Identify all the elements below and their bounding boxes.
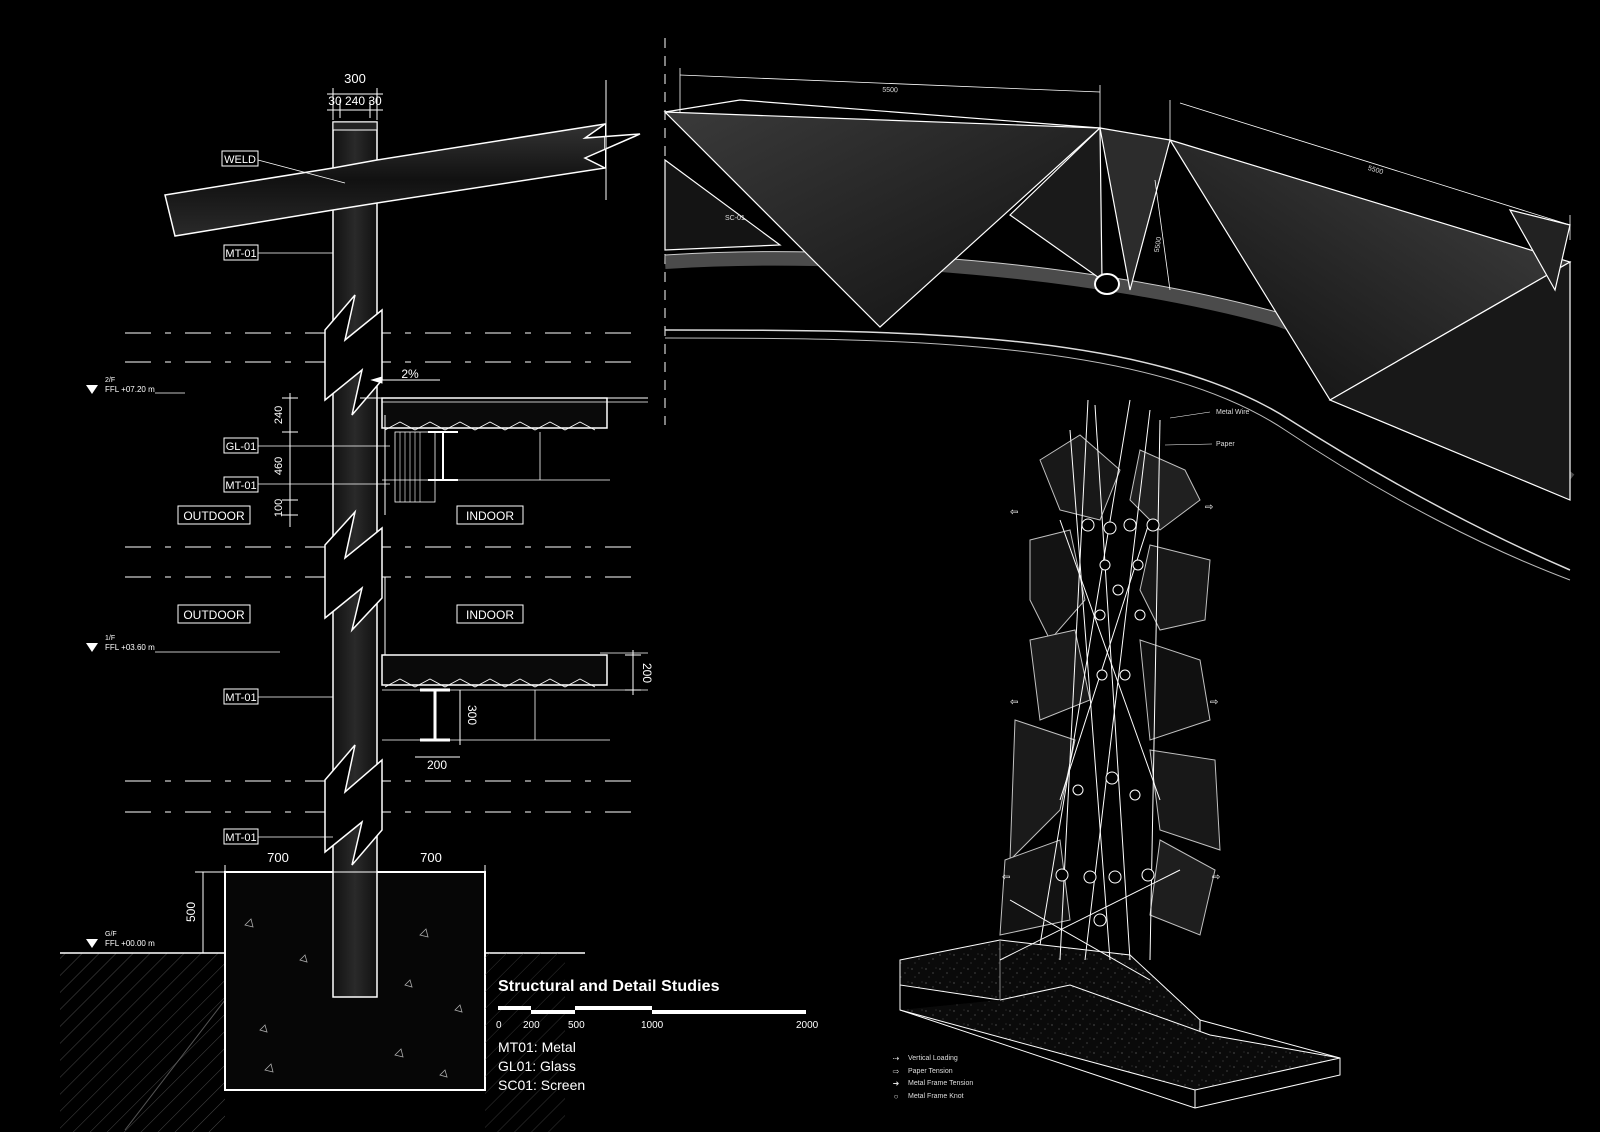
title-block: Structural and Detail Studies 0 200 500 … [496, 978, 838, 1095]
steel-column [324, 121, 383, 998]
dim-footing-depth: 500 [184, 902, 198, 922]
sheet-title: Structural and Detail Studies [498, 978, 720, 995]
dim-footing-right: 700 [420, 850, 442, 865]
svg-text:FFL +03.60 m: FFL +03.60 m [105, 643, 155, 652]
svg-text:G/F: G/F [105, 931, 117, 938]
svg-text:⇨: ⇨ [1205, 502, 1213, 513]
material-gl01: GL01: Glass [498, 1058, 576, 1074]
dim-column-split: 30 240 30 [328, 94, 382, 108]
dim-floor-100: 100 [273, 499, 285, 517]
svg-text:FFL +00.00 m: FFL +00.00 m [105, 939, 155, 948]
key-frame-tension: ➜Metal Frame Tension [890, 1078, 974, 1091]
tag-mt01-base: MT-01 [225, 832, 256, 844]
scale-tick-2000: 2000 [796, 1020, 819, 1031]
tag-gl01: GL-01 [226, 441, 257, 453]
roof-tag-sc01: SC-01 [725, 215, 745, 222]
roof-dim-1: 5500 [882, 87, 898, 95]
level-markers: 2/F FFL +07.20 m 1/F FFL +03.60 m G/F FF… [86, 377, 280, 948]
tag-mt01-floor: MT-01 [225, 480, 256, 492]
roof-beam [164, 80, 641, 237]
svg-text:2/F: 2/F [105, 377, 115, 384]
dim-floor-240: 240 [273, 406, 285, 424]
axonometric-sculpture: ⇦ ⇨ ⇦ ⇨ ⇦ ⇨ Metal Wire Paper [899, 399, 1341, 1109]
vertical-loading-icon: ⇢ [892, 1054, 900, 1063]
label-paper: Paper [1216, 441, 1235, 448]
label-metal-wire: Metal Wire [1216, 409, 1250, 416]
frame-knot-marker [1094, 273, 1120, 295]
scale-bar: 0 200 500 1000 2000 [496, 1004, 828, 1034]
material-list: MT01: Metal GL01: Glass SC01: Screen [498, 1038, 838, 1095]
material-mt01: MT01: Metal [498, 1039, 576, 1055]
roof-dim-2: 5500 [1367, 165, 1384, 176]
tag-weld: WELD [224, 154, 256, 166]
scale-tick-1000: 1000 [641, 1020, 664, 1031]
material-sc01: SC01: Screen [498, 1077, 586, 1093]
base-plinth [899, 939, 1341, 1109]
label-indoor-2f: INDOOR [466, 509, 514, 523]
svg-text:⇨: ⇨ [1210, 697, 1218, 708]
scale-tick-0: 0 [496, 1020, 502, 1031]
dim-floor-460: 460 [273, 457, 285, 475]
svg-text:⇨: ⇨ [1212, 872, 1220, 883]
material-tags: WELD MT-01 GL-01 MT-01 MT-01 MT-01 OUTDO… [177, 150, 524, 845]
dimension-lines [195, 88, 641, 954]
roof-dim-3: 5500 [1154, 236, 1164, 253]
slab-1f [381, 577, 648, 742]
frame-tension-icon: ➜ [892, 1079, 900, 1088]
label-outdoor-2f: OUTDOOR [183, 509, 245, 523]
level-marker-1f: 1/F FFL +03.60 m [86, 635, 280, 653]
svg-text:⇦: ⇦ [1010, 697, 1018, 708]
paper-tension-icon: ⇨ [892, 1066, 900, 1076]
label-indoor-1f: INDOOR [466, 608, 514, 622]
key-vertical-loading: ⇢Vertical Loading [890, 1053, 973, 1066]
key-frame-knot: ○Metal Frame Knot [890, 1091, 973, 1104]
dim-slope: 2% [401, 367, 419, 381]
svg-text:⇦: ⇦ [1010, 507, 1018, 518]
frame-knot-icon: ○ [893, 1091, 899, 1101]
svg-text:1/F: 1/F [105, 635, 115, 642]
svg-text:⇦: ⇦ [1002, 872, 1010, 883]
tag-mt01-beam: MT-01 [225, 692, 256, 704]
level-marker-gf: G/F FFL +00.00 m [86, 931, 155, 948]
label-outdoor-1f: OUTDOOR [183, 608, 245, 622]
roof-canopy-perspective: 5500 5500 5500 SC-01 [663, 68, 1575, 581]
force-legend: ⇢Vertical Loading ⇨Paper Tension ➜Metal … [890, 1053, 974, 1104]
dim-slab-200: 200 [640, 663, 654, 683]
scale-tick-500: 500 [568, 1020, 585, 1031]
slab-2f [360, 397, 648, 515]
svg-text:FFL +07.20 m: FFL +07.20 m [105, 385, 155, 394]
dim-footing-left: 700 [267, 850, 289, 865]
tag-mt01-column: MT-01 [225, 248, 256, 260]
dim-beam-300: 300 [465, 705, 479, 725]
dim-column-width: 300 [344, 71, 366, 86]
key-paper-tension: ⇨Paper Tension [890, 1066, 973, 1079]
wall-section-detail: 300 30 240 30 2% 240 460 100 200 300 200… [60, 71, 654, 1132]
scale-tick-200: 200 [523, 1020, 540, 1031]
level-marker-2f: 2/F FFL +07.20 m [86, 377, 185, 394]
dim-beam-200: 200 [427, 758, 447, 772]
